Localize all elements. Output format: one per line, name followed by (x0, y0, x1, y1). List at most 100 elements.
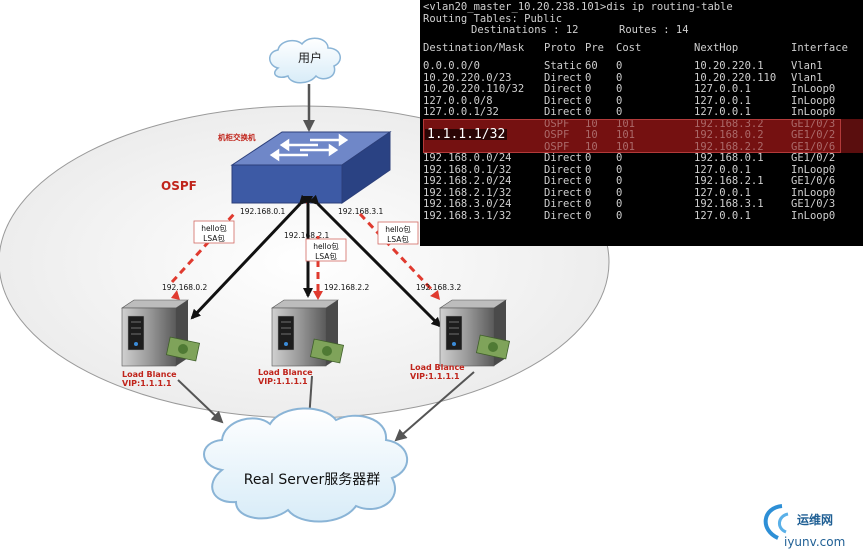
table-cell: 60 (585, 60, 598, 72)
server-ip-middle: 192.168.2.2 (324, 283, 370, 292)
switch-icon (230, 131, 392, 204)
svg-text:LSA包: LSA包 (387, 234, 409, 244)
table-cell: 0 (585, 106, 592, 118)
table-cell: 0 (616, 163, 623, 176)
table-cell: 0 (585, 175, 592, 187)
hello-lsa-box-right: hello包 LSA包 (377, 221, 419, 245)
terminal-prompt: <vlan20_master_10.20.238.101>dis ip rout… (423, 1, 733, 13)
table-cell: Static (544, 60, 582, 72)
table-cell: 127.0.0.1 (694, 186, 751, 199)
lb-label-left: Load Blance (122, 370, 177, 379)
terminal-counts: Destinations : 12 Routes : 14 (423, 24, 863, 37)
table-cell: 0 (616, 94, 623, 107)
watermark-logo-icon (763, 504, 789, 540)
table-cell: 0 (616, 106, 623, 118)
svg-text:LSA包: LSA包 (203, 233, 225, 243)
arrow-right-to-realserver (394, 371, 475, 442)
table-cell: Direct (544, 94, 582, 107)
table-cell: 0 (616, 198, 623, 210)
switch-label: 机柜交换机 (218, 132, 256, 142)
server-icon-right (439, 299, 511, 367)
table-cell: 10.20.220.1 (694, 60, 764, 72)
table-cell: Direct (544, 209, 582, 222)
watermark-url: iyunv.com (784, 535, 845, 549)
real-server-cloud (203, 407, 409, 523)
hello-lsa-box-left: hello包 LSA包 (193, 220, 235, 244)
svg-text:hello包: hello包 (385, 224, 411, 234)
table-cell: 101 (616, 129, 635, 141)
user-cloud (269, 37, 341, 84)
table-cell: GE1/0/6 (791, 175, 836, 187)
table-cell: 127.0.0.1 (694, 83, 751, 95)
header-5: Interface (791, 41, 848, 54)
table-cell: Direct (544, 163, 582, 176)
table-cell: Direct (544, 83, 582, 95)
table-cell: 0 (585, 152, 592, 164)
table-cell: GE1/0/2 (791, 152, 836, 164)
table-cell: 0 (585, 198, 592, 210)
table-cell: 0 (616, 60, 623, 72)
ospf-destination: 1.1.1.1/32 (425, 126, 508, 142)
server-ip-right: 192.168.3.2 (416, 283, 462, 292)
real-server-label: Real Server服务器群 (244, 472, 381, 488)
table-cell: 0 (585, 186, 592, 199)
table-cell: 0 (616, 71, 623, 84)
table-cell: 0 (616, 83, 623, 95)
header-2: Pre (585, 41, 604, 54)
table-cell: 0 (616, 152, 623, 164)
table-cell: 192.168.0.1/32 (423, 163, 512, 176)
routes-count: Routes : 14 (619, 24, 689, 36)
table-cell: 0 (585, 94, 592, 107)
table-cell: 0 (585, 71, 592, 84)
table-cell: 192.168.2.1/32 (423, 186, 512, 199)
destinations-count: Destinations : 12 (471, 24, 579, 36)
table-cell: 192.168.3.1 (694, 198, 764, 210)
table-cell: 127.0.0.1 (694, 94, 751, 107)
table-cell: Direct (544, 198, 582, 210)
link-switch-server-left (190, 194, 310, 320)
server-ip-left: 192.168.0.2 (162, 283, 208, 292)
table-cell: OSPF (544, 129, 570, 141)
header-0: Destination/Mask (423, 41, 525, 54)
table-cell: Vlan1 (791, 60, 823, 72)
server-icon-middle (271, 299, 345, 367)
terminal-table-title: Routing Tables: Public (423, 12, 563, 25)
table-cell: 192.168.3.1/32 (423, 209, 512, 222)
svg-text:hello包: hello包 (201, 223, 227, 233)
table-cell: InLoop0 (791, 106, 836, 118)
table-cell: 0 (585, 163, 592, 176)
table-cell: 0 (616, 175, 623, 187)
table-cell: 127.0.0.1 (694, 163, 751, 176)
table-cell: 10.20.220.110 (694, 71, 777, 84)
switch-ip-left: 192.168.0.1 (240, 207, 286, 216)
header-3: Cost (616, 41, 642, 54)
table-cell: 127.0.0.0/8 (423, 94, 493, 107)
arrow-left-to-realserver (177, 379, 224, 424)
table-cell: InLoop0 (791, 163, 836, 176)
vip-label-middle: VIP:1.1.1.1 (258, 377, 308, 386)
table-cell: 0 (585, 209, 592, 222)
header-1: Proto (544, 41, 576, 54)
table-cell: 127.0.0.1 (694, 106, 751, 118)
table-cell: InLoop0 (791, 83, 836, 95)
table-cell: 192.168.0.1 (694, 152, 764, 164)
hello-lsa-box-middle: hello包 LSA包 (305, 238, 347, 262)
table-cell: 0 (585, 83, 592, 95)
table-cell: 192.168.3.0/24 (423, 198, 512, 210)
svg-text:hello包: hello包 (313, 241, 339, 251)
table-cell: 192.168.0.0/24 (423, 152, 512, 164)
terminal-window: <vlan20_master_10.20.238.101>dis ip rout… (420, 0, 863, 246)
table-cell: 10.20.220.110/32 (423, 83, 525, 95)
lsa-arrowhead-left (171, 290, 180, 300)
table-cell: Direct (544, 186, 582, 199)
